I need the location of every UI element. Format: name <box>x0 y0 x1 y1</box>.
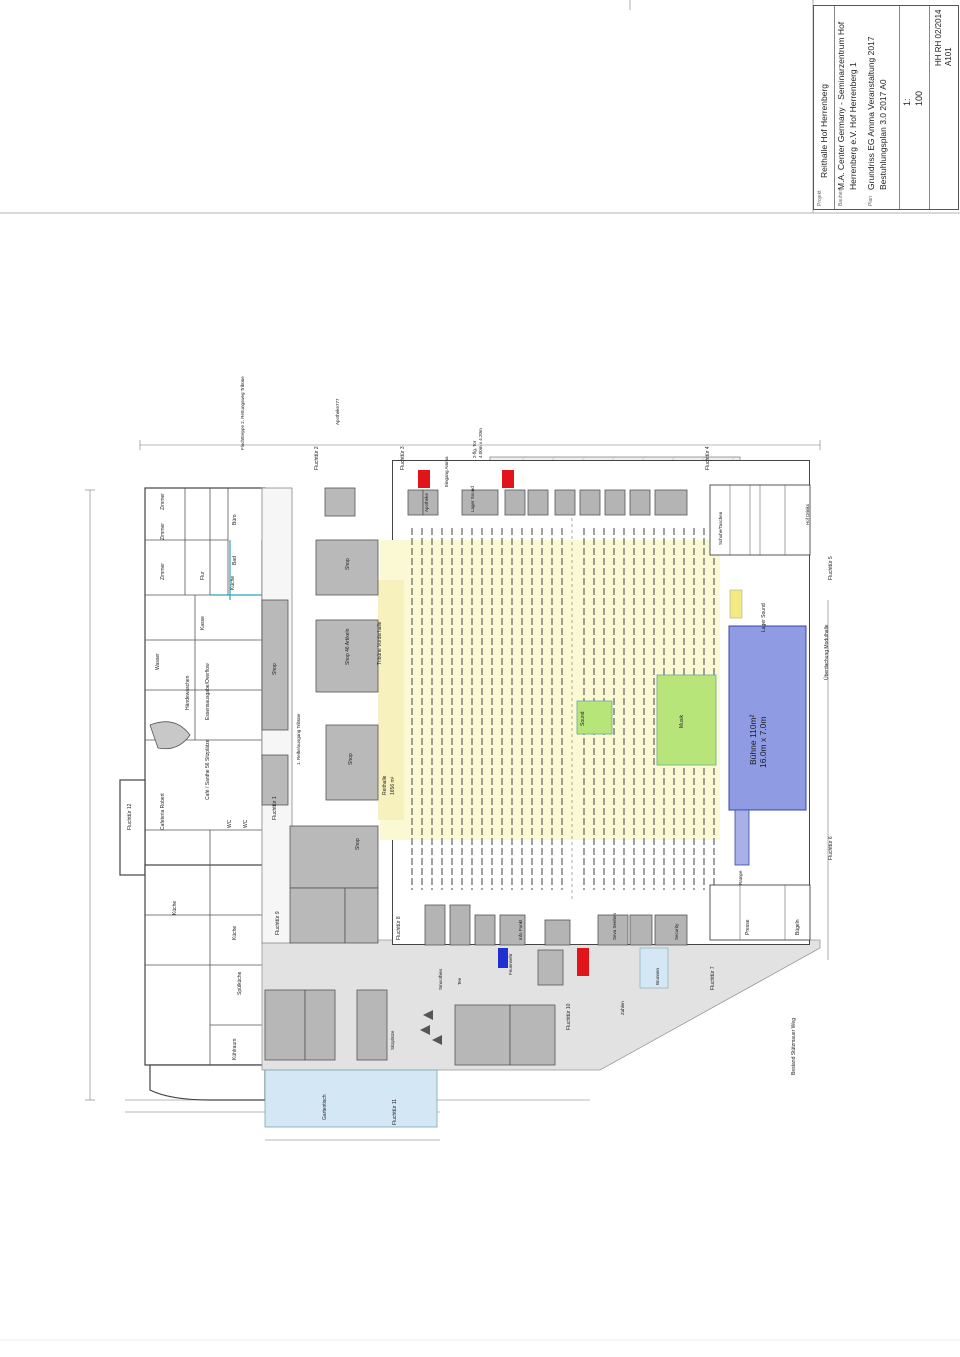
garden-label: Gartentisch <box>322 1094 328 1120</box>
gate-label: 2-flg. Tor <box>472 440 477 458</box>
room-label-wc-2: WC <box>243 819 249 828</box>
fire-dept-label: Feuerwehr <box>508 953 513 975</box>
room-label-water: Wasser <box>155 653 161 670</box>
escape-door-9: Fluchttür 9 <box>275 911 281 935</box>
music-label: Musik <box>679 714 685 728</box>
water-point <box>639 947 669 989</box>
room-label-food-service: Essensausgabe/Overflow <box>205 663 211 720</box>
smoothies-label: Smoothies <box>438 968 443 990</box>
room-label-zimmer-3: Zimmer <box>160 563 166 580</box>
escape-door-4: Fluchttür 4 <box>705 446 711 470</box>
stage-ramp <box>734 809 750 866</box>
escape-door-6: Fluchttür 6 <box>828 836 834 860</box>
blue-marker <box>498 948 508 968</box>
stage-label: Bühne 110m² <box>748 714 758 765</box>
hall-label: Reithalle <box>382 775 388 795</box>
stage-dims-label: 16.0m x 7.0m <box>758 716 768 769</box>
ironing-label: Bügeln <box>795 919 801 935</box>
retaining-wall-label: Bestand Stützmauer Weg <box>791 1018 797 1075</box>
red-marker-north-1 <box>418 470 430 488</box>
room-label-scullery: Spülküche <box>237 971 243 995</box>
tea-label: Tee <box>457 977 462 985</box>
escape-door-1: Fluchttür 1 <box>272 796 278 820</box>
escape-door-12: Fluchttür 12 <box>127 803 133 830</box>
chair-rows <box>411 528 715 890</box>
room-label-cold-room: Kühlraum <box>232 1038 238 1060</box>
shop-label-2: Shop <box>348 753 354 765</box>
shop-label-3: Shop <box>355 838 361 850</box>
security-label: Security <box>674 923 679 940</box>
terrace-area <box>264 1069 438 1128</box>
shop-books-label: Shop 46 Artikeln <box>345 628 351 665</box>
room-label-kitchen-3: Küche <box>232 925 238 940</box>
dimension-lines <box>85 440 829 1141</box>
stairwell-shape <box>149 721 191 750</box>
room-label-cafeteria: Cafeteria Robert <box>160 793 166 830</box>
lager-sound-label: Lager Sound <box>761 603 767 632</box>
press-label: Presse <box>745 919 751 935</box>
stage <box>728 625 807 811</box>
escape-door-7: Fluchttür 7 <box>710 966 716 990</box>
room-label-cashier: Kasse <box>200 616 206 630</box>
seva-label: Seva Seehen <box>612 912 617 940</box>
room-label-kitchen-2: Küche <box>172 900 178 915</box>
shop-label-4: Shop <box>272 663 278 675</box>
room-label-bath: Bad <box>232 556 238 565</box>
escape-door-11: Fluchttür 11 <box>392 1098 398 1125</box>
south-booths <box>424 904 688 946</box>
room-label-kitchen-1: Küche <box>230 575 236 590</box>
room-label-zimmer-2: Zimmer <box>160 523 166 540</box>
seats-label: Sitzplätze <box>390 1030 395 1050</box>
storage-label: Lager Sound <box>470 486 475 512</box>
canopy-label: Überdachung Modulhalle <box>824 624 830 680</box>
hof-drinks-label: Hof Drinks <box>805 503 810 525</box>
info-label: Info Punkt <box>518 919 523 940</box>
escape-door-10: Fluchttür 10 <box>566 1003 572 1030</box>
room-label-office: Büro <box>232 514 238 525</box>
payment-label: Zahlen <box>620 1001 625 1015</box>
direction-arrows <box>420 1010 442 1045</box>
fountain-label: Brunnen <box>655 967 660 985</box>
shop-label-1: Shop <box>345 558 351 570</box>
hall-area-label: 1656 m² <box>390 776 396 795</box>
escape-door-8: Fluchttür 8 <box>396 916 402 940</box>
tribune-row-label: 1. Reihe/ausgang Tribüne <box>296 713 301 765</box>
sound-label: Sound <box>580 711 586 726</box>
room-label-cafe: Café / Santhe 56 Sitzplätze <box>205 739 211 800</box>
sound-booth <box>576 700 613 735</box>
east-partitions <box>729 485 786 940</box>
music-area <box>656 674 717 766</box>
forecourt-booths <box>264 949 564 1066</box>
escape-door-3: Fluchttür 3 <box>400 446 406 470</box>
stage-stair <box>729 589 743 619</box>
escape-door-5: Fluchttür 5 <box>828 556 834 580</box>
room-label-wc-1: WC <box>227 819 233 828</box>
tribune-strip <box>378 580 404 820</box>
red-marker-south <box>577 948 589 976</box>
shop-blocks <box>261 487 379 944</box>
room-label-hallway: Flur <box>200 571 206 580</box>
escape-stair-label: Fluchttreppe 2. Rettungsweg Tribüne <box>240 376 245 450</box>
shoes-label: Schuhe/Taschen <box>718 511 723 545</box>
west-partitions <box>145 488 265 1065</box>
north-booths <box>407 489 688 516</box>
title-block: Projekt Reithalle Hof Herrenberg Bauherr… <box>813 5 959 210</box>
ramp-label: Rampe <box>738 870 743 885</box>
room-label-handwash: Händewaschen <box>185 675 191 710</box>
gate-dims-label: 4.00m x 4.20m <box>478 428 483 458</box>
apotheke-label: Apotheke <box>424 492 429 512</box>
room-label-zimmer-1: Zimmer <box>160 493 166 510</box>
tribune-label: Tribüne Vorderhalle <box>377 621 383 665</box>
outbuilding-label: Apotheke777 <box>335 398 340 425</box>
entrance-label: Eingang Amma <box>444 456 449 487</box>
red-marker-north-2 <box>502 470 514 488</box>
escape-door-2: Fluchttür 2 <box>314 446 320 470</box>
